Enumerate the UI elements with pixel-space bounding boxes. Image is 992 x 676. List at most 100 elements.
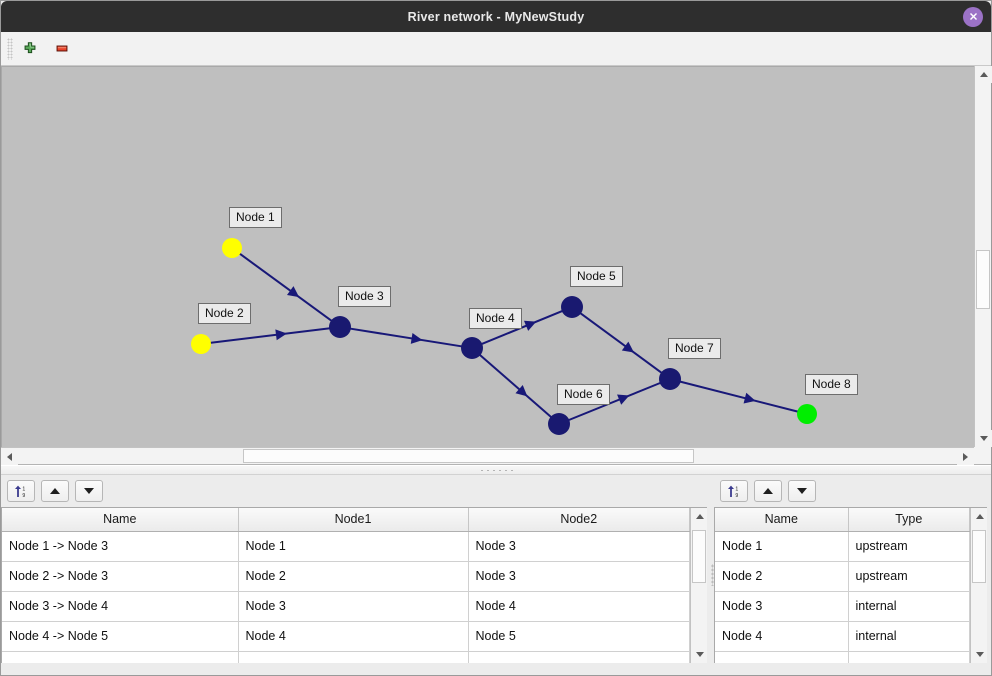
table-cell[interactable]: upstream	[848, 531, 970, 562]
edge-arrowhead-icon	[286, 286, 300, 298]
scroll-down-button[interactable]	[975, 430, 992, 447]
nodes-move-up-button[interactable]	[754, 480, 782, 502]
remove-node-button[interactable]	[49, 36, 75, 62]
nodes-vertical-scrollbar[interactable]	[970, 508, 987, 663]
column-header[interactable]: Node1	[238, 508, 469, 532]
scroll-up-button[interactable]	[691, 508, 707, 525]
scroll-down-button[interactable]	[971, 646, 987, 663]
graph-edge[interactable]	[480, 309, 564, 346]
graph-edge[interactable]	[238, 252, 333, 322]
nodes-move-down-button[interactable]	[788, 480, 816, 502]
window-title: River network - MyNewStudy	[407, 9, 585, 24]
graph-edge[interactable]	[679, 380, 799, 413]
graph-node-label[interactable]: Node 6	[557, 384, 610, 405]
table-cell[interactable]: Node 1	[715, 531, 849, 562]
column-header[interactable]: Type	[848, 508, 970, 532]
graph-node-label[interactable]: Node 3	[338, 286, 391, 307]
graph-horizontal-scrollbar[interactable]	[1, 447, 974, 465]
table-cell[interactable]: Node 3 -> Node 4	[2, 591, 239, 622]
table-cell[interactable]: Node 2 -> Node 3	[2, 561, 239, 592]
table-cell[interactable]: Node 4	[238, 621, 469, 652]
table-cell[interactable]: Node 3	[468, 531, 690, 562]
graph-node[interactable]	[659, 368, 681, 390]
graph-hscroll-thumb[interactable]	[243, 449, 695, 463]
nodes-sort-button[interactable]: 1 9	[720, 480, 748, 502]
graph-edge[interactable]	[478, 353, 553, 419]
table-cell[interactable]: Node 4	[468, 591, 690, 622]
edge-arrowhead-icon	[515, 385, 528, 397]
table-cell[interactable]: Node 2	[715, 561, 849, 592]
column-header[interactable]: Name	[2, 508, 239, 532]
column-header[interactable]: Name	[715, 508, 849, 532]
close-button[interactable]	[963, 6, 983, 27]
scroll-right-button[interactable]	[957, 448, 974, 465]
graph-node[interactable]	[329, 316, 351, 338]
scroll-down-button[interactable]	[691, 646, 707, 663]
branches-vscroll-track[interactable]	[691, 525, 707, 646]
graph-node-label[interactable]: Node 2	[198, 303, 251, 324]
table-cell[interactable]: Node 3	[468, 561, 690, 592]
nodes-vscroll-track[interactable]	[971, 525, 987, 646]
branches-move-down-button[interactable]	[75, 480, 103, 502]
graph-vscroll-thumb[interactable]	[976, 249, 990, 309]
graph-node-label[interactable]: Node 8	[805, 374, 858, 395]
table-cell[interactable]: Node 1	[238, 531, 469, 562]
scroll-up-button[interactable]	[971, 508, 987, 525]
graph-node[interactable]	[548, 413, 570, 435]
graph-node[interactable]	[797, 404, 817, 424]
graph-hscroll-track[interactable]	[18, 448, 957, 464]
graph-node-label[interactable]: Node 7	[668, 338, 721, 359]
triangle-left-icon	[7, 452, 12, 461]
table-cell-empty	[2, 651, 239, 663]
table-cell[interactable]: Node 4 -> Node 5	[2, 621, 239, 652]
graph-vertical-scrollbar[interactable]	[974, 66, 992, 447]
table-cell[interactable]: Node 1 -> Node 3	[2, 531, 239, 562]
graph-edge[interactable]	[209, 327, 331, 344]
toolbar-grip[interactable]	[7, 37, 13, 60]
nodes-vscroll-thumb[interactable]	[972, 529, 986, 584]
table-cell[interactable]: Node 3	[238, 591, 469, 622]
table-cell[interactable]: Node 3	[715, 591, 849, 622]
scroll-left-button[interactable]	[1, 448, 18, 465]
graph-vscroll-track[interactable]	[975, 83, 991, 430]
graph-node[interactable]	[222, 238, 242, 258]
graph-node-label[interactable]: Node 5	[570, 266, 623, 287]
graph-canvas[interactable]: Node 1 Node 2 Node 3 Node 4 Node 5 Node 6 Node…	[1, 66, 974, 447]
branches-sort-button[interactable]: 1 9	[7, 480, 35, 502]
graph-node-label[interactable]: Node 4	[469, 308, 522, 329]
branches-move-up-button[interactable]	[41, 480, 69, 502]
graph-edge[interactable]	[349, 327, 463, 348]
graph-node[interactable]	[461, 337, 483, 359]
table-cell[interactable]: internal	[848, 621, 970, 652]
table-cell[interactable]: Node 2	[238, 561, 469, 592]
table-cell[interactable]: Node 5	[468, 621, 690, 652]
graph-node-label[interactable]: Node 1	[229, 207, 282, 228]
column-header[interactable]: Node2	[468, 508, 690, 532]
table-cell[interactable]: Node 4	[715, 621, 849, 652]
scroll-up-button[interactable]	[975, 66, 992, 83]
branches-vertical-scrollbar[interactable]	[690, 508, 707, 663]
graph-node[interactable]	[191, 334, 211, 354]
triangle-up-icon	[979, 72, 988, 77]
table-cell[interactable]: internal	[848, 591, 970, 622]
branches-vscroll-thumb[interactable]	[692, 529, 706, 584]
graph-edge[interactable]	[567, 381, 662, 422]
horizontal-splitter[interactable]	[1, 465, 991, 475]
graph-node[interactable]	[561, 296, 583, 318]
table-cell[interactable]: upstream	[848, 561, 970, 592]
add-node-button[interactable]	[17, 36, 43, 62]
vertical-splitter[interactable]	[711, 475, 714, 675]
graph-edge[interactable]	[579, 312, 663, 374]
